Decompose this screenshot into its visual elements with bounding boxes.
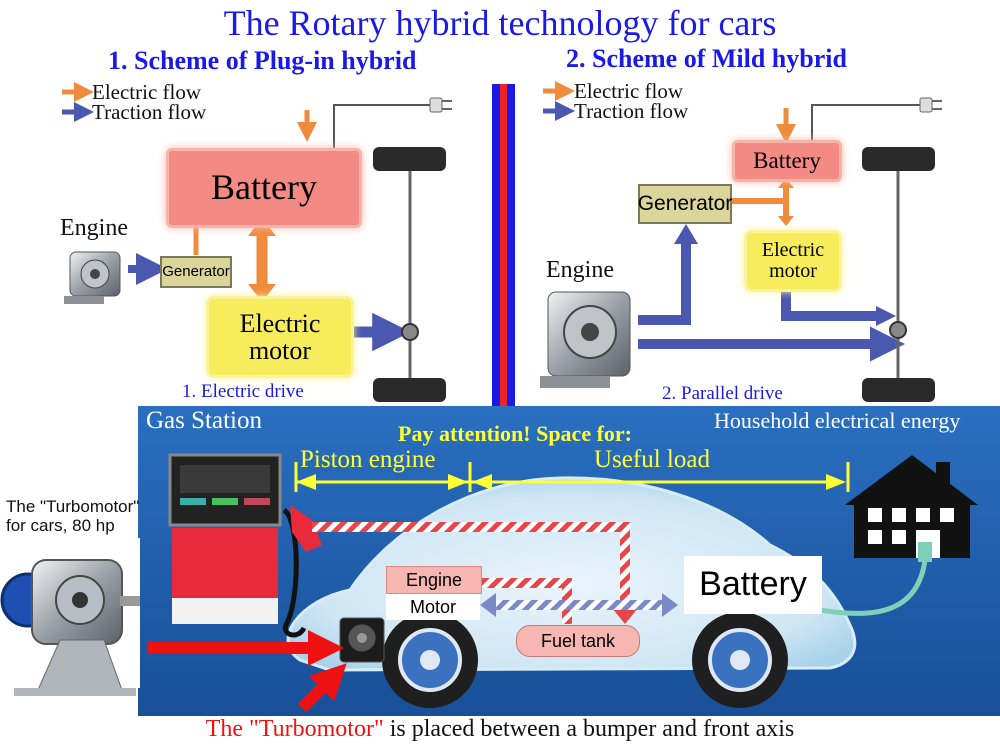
mild-motor-label-1: Electric xyxy=(761,239,825,261)
mild-battery-label: Battery xyxy=(753,147,821,173)
engine-box-label: Engine xyxy=(405,569,463,590)
fuel-pipe-down xyxy=(620,522,630,614)
battery-motor-arrow-down xyxy=(248,284,276,302)
mild-heading: 2. Scheme of Mild hybrid xyxy=(566,44,847,73)
piston-engine-label: Piston engine xyxy=(300,446,436,473)
front-wheel xyxy=(382,612,478,708)
plugin-engine-label: Engine xyxy=(60,215,128,241)
plugin-motor-label-2: motor xyxy=(248,336,312,365)
battery-motor-arrow-up-right xyxy=(778,178,794,188)
turbomotor-picture xyxy=(0,538,140,696)
plug-icon-right xyxy=(919,97,942,113)
piston-arrow-right xyxy=(448,474,468,490)
engine-picture-right xyxy=(540,291,631,388)
charging-cable xyxy=(819,559,928,616)
divider-mid xyxy=(500,84,507,406)
red-arrow-diagonal xyxy=(297,663,347,713)
attention-label: Pay attention! Space for: xyxy=(398,421,633,446)
house-icon xyxy=(845,455,978,558)
car-battery-label: Battery xyxy=(699,565,807,604)
fuel-tank-label: Fuel tank xyxy=(540,630,616,651)
plugin-heading: 1. Scheme of Plug-in hybrid xyxy=(108,46,417,75)
plugin-motor-box: Electric motor xyxy=(206,296,354,378)
mild-engine-label: Engine xyxy=(546,257,614,283)
wheel-axle-left xyxy=(373,147,446,402)
piston-arrow-left xyxy=(296,474,316,490)
mild-legend-traction: Traction flow xyxy=(574,99,689,123)
turbomotor-in-car-icon xyxy=(339,617,385,663)
power-pipe-arrow-right xyxy=(662,593,678,617)
wheel-axle-right xyxy=(862,147,935,402)
fuel-tank-box: Fuel tank xyxy=(516,625,640,657)
charging-plug-icon xyxy=(918,542,932,562)
bottom-caption-rest: is placed between a bumper and front axi… xyxy=(383,716,795,742)
plugin-legend-electric: Electric flow xyxy=(92,80,202,104)
household-energy-label: Household electrical energy xyxy=(714,408,961,433)
engine-generator-path-right xyxy=(638,240,691,325)
motor-box: Motor xyxy=(386,594,480,620)
motor-axle-path-right xyxy=(781,284,880,321)
engine-picture-left xyxy=(64,251,121,304)
engine-generator-arrowhead-right xyxy=(674,224,698,244)
bottom-caption-strip xyxy=(0,716,1000,747)
car-battery-box: Battery xyxy=(684,556,822,614)
gas-station-label: Gas Station xyxy=(146,407,262,434)
gas-pump xyxy=(168,453,322,638)
mild-motor-box: Electric motor xyxy=(744,230,842,292)
page-title: The Rotary hybrid technology for cars xyxy=(223,3,777,43)
engine-box: Engine xyxy=(386,566,482,594)
mild-battery-box: Battery xyxy=(732,140,842,182)
load-arrow-right xyxy=(826,474,846,490)
motor-box-label: Motor xyxy=(409,596,456,617)
plug-cable-left xyxy=(333,104,430,148)
mild-generator-box: Generator xyxy=(638,184,732,224)
fuel-pipe-engine xyxy=(480,578,570,588)
plugin-battery-label: Battery xyxy=(211,167,317,208)
motor-axle-arrowhead-right xyxy=(876,306,896,326)
mild-caption: 2. Parallel drive xyxy=(662,383,783,404)
bottom-caption: The "Turbomotor" is placed between a bum… xyxy=(0,716,1000,743)
mild-legend-electric: Electric flow xyxy=(574,79,684,103)
load-arrow-left xyxy=(472,474,492,490)
power-pipe-arrow-left xyxy=(480,593,496,617)
rear-wheel xyxy=(692,612,788,708)
mild-generator-label: Generator xyxy=(637,191,733,215)
plugin-legend-traction: Traction flow xyxy=(92,100,207,124)
plugin-motor-label-1: Electric xyxy=(239,308,321,338)
turbomotor-caption: The "Turbomotor" for cars, 80 hp xyxy=(6,497,140,535)
power-pipe xyxy=(492,600,664,610)
divider-left xyxy=(492,84,500,406)
fuel-pipe-top xyxy=(312,522,630,532)
plug-cable-right xyxy=(811,104,920,148)
turbomotor-caption-line1: The "Turbomotor" xyxy=(6,497,140,516)
plugin-generator-box: Generator xyxy=(160,256,232,288)
mild-motor-label-2: motor xyxy=(769,260,817,282)
fuel-pipe-arrowhead xyxy=(612,608,638,624)
plug-icon-left xyxy=(429,97,452,113)
battery-motor-arrow-down-right xyxy=(778,216,794,226)
bottom-caption-highlight: The "Turbomotor" xyxy=(205,716,384,742)
divider-right xyxy=(507,84,515,406)
turbomotor-caption-line2: for cars, 80 hp xyxy=(6,515,115,535)
plugin-caption: 1. Electric drive xyxy=(182,381,304,402)
plugin-battery-box: Battery xyxy=(166,148,362,228)
useful-load-label: Useful load xyxy=(594,446,710,473)
plugin-generator-label: Generator xyxy=(162,263,230,281)
